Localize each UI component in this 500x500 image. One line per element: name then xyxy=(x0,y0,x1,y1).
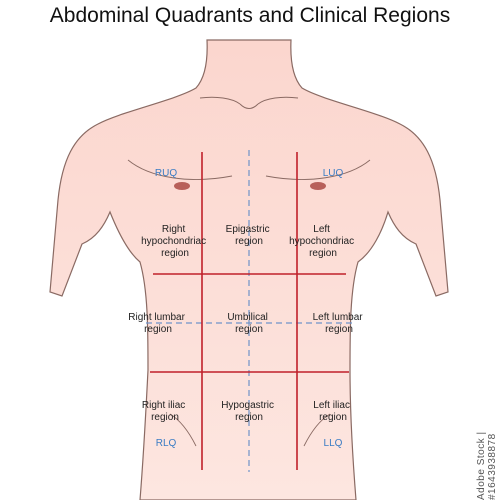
label-epigastric: Epigastric region xyxy=(226,224,273,247)
sternal-notch xyxy=(239,103,259,109)
label-left-hypochondriac: Left hypochondriac region xyxy=(289,224,357,259)
label-left-iliac: Left iliac region xyxy=(313,400,352,423)
collarbone-left xyxy=(199,96,241,105)
nipple-right xyxy=(174,182,190,190)
diagram-title: Abdominal Quadrants and Clinical Regions xyxy=(49,4,451,27)
label-right-iliac: Right iliac region xyxy=(142,400,188,423)
label-ruq: RUQ xyxy=(155,168,177,179)
label-rlq: RLQ xyxy=(156,438,177,449)
label-umbilical: Umbilical region xyxy=(227,312,270,335)
pectoral-line-right xyxy=(127,159,233,180)
pectoral-line-left xyxy=(265,159,371,180)
label-hypogastric: Hypogastric region xyxy=(221,400,277,423)
groin-line-right xyxy=(169,413,197,447)
collarbone-right xyxy=(257,96,299,105)
label-right-hypochondriac: Right hypochondriac region xyxy=(141,224,209,259)
label-luq: LUQ xyxy=(323,168,344,179)
label-llq: LLQ xyxy=(324,438,343,449)
label-left-lumbar: Left lumbar region xyxy=(313,312,366,335)
nipple-left xyxy=(310,182,326,190)
label-right-lumbar: Right lumbar region xyxy=(128,312,187,335)
groin-line-left xyxy=(303,413,331,447)
stock-watermark: Adobe Stock | #1643938878 xyxy=(476,431,498,500)
